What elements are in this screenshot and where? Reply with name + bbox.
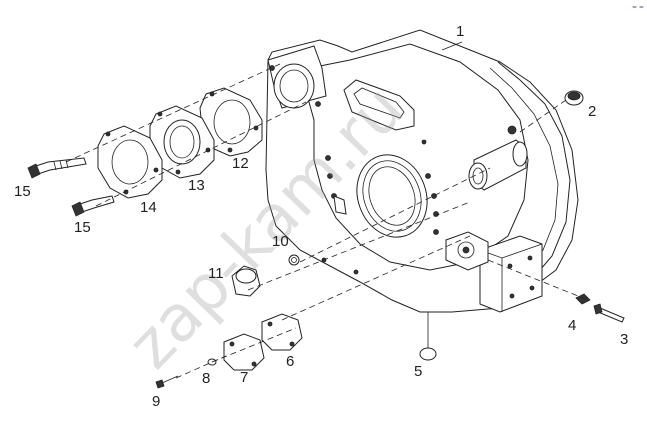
screw-9 — [155, 375, 179, 389]
plug-2 — [564, 90, 584, 106]
plug-5 — [419, 312, 437, 361]
callout-9: 9 — [152, 393, 160, 410]
gasket-14 — [97, 125, 163, 199]
bolt-15-upper — [27, 157, 87, 179]
callout-1: 1 — [456, 23, 464, 40]
callout-11: 11 — [208, 265, 224, 282]
callout-10: 10 — [272, 233, 289, 250]
callout-14: 14 — [140, 199, 157, 216]
callout-2: 2 — [588, 103, 596, 120]
bolt-3 — [593, 303, 625, 323]
cover-6 — [261, 313, 303, 351]
cap-11 — [231, 265, 261, 297]
callout-13: 13 — [188, 177, 205, 194]
callout-8: 8 — [202, 370, 210, 387]
callout-6: 6 — [286, 353, 294, 370]
callout-3: 3 — [620, 331, 628, 348]
cover-7 — [223, 333, 265, 371]
callout-4: 4 — [568, 317, 576, 334]
washer-4 — [575, 293, 591, 305]
callout-15-upper: 15 — [14, 183, 31, 200]
flywheel-housing — [265, 29, 579, 313]
plug-10 — [288, 254, 300, 266]
corner-mark: = = — [632, 4, 644, 11]
callout-5: 5 — [414, 363, 422, 380]
callout-15-lower: 15 — [74, 219, 91, 236]
bolt-15-lower — [71, 195, 115, 217]
callout-12: 12 — [232, 155, 249, 172]
callout-7: 7 — [240, 369, 248, 386]
